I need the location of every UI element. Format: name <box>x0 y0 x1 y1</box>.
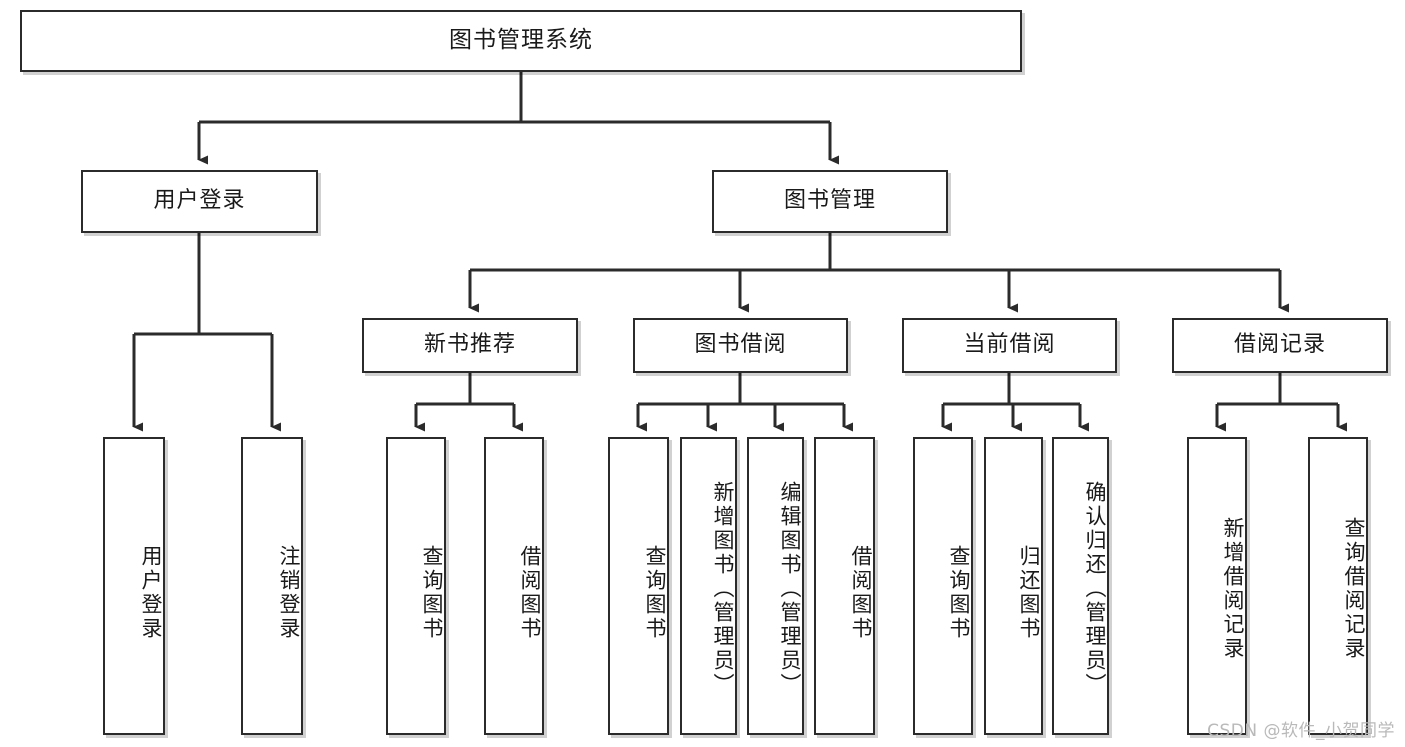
node-user-login-label: 用户登录 <box>153 188 246 214</box>
node-book-management[interactable]: 图书管理 <box>712 170 948 233</box>
node-root[interactable]: 图书管理系统 <box>20 10 1022 72</box>
node-book-borrow[interactable]: 图书借阅 <box>633 318 848 373</box>
leaf-add-book-admin-label: 新增图书（管理员） <box>711 481 735 697</box>
leaf-query-borrow-record-label: 查询借阅记录 <box>1342 517 1366 661</box>
leaf-borrow-book-label: 借阅图书 <box>849 545 873 641</box>
node-new-book-recommend-label: 新书推荐 <box>423 332 516 358</box>
node-book-borrow-label: 图书借阅 <box>694 332 787 358</box>
leaf-borrow-book-recommend[interactable]: 借阅图书 <box>484 437 544 735</box>
node-borrow-record[interactable]: 借阅记录 <box>1172 318 1388 373</box>
leaf-query-book-current-label: 查询图书 <box>947 545 971 641</box>
leaf-borrow-book-recommend-label: 借阅图书 <box>518 545 542 641</box>
node-borrow-record-label: 借阅记录 <box>1233 332 1326 358</box>
leaf-query-book-recommend-label: 查询图书 <box>420 545 444 641</box>
leaf-query-book-current[interactable]: 查询图书 <box>913 437 973 735</box>
watermark: CSDN @软件_小贺同学 <box>1207 721 1395 741</box>
leaf-add-borrow-record[interactable]: 新增借阅记录 <box>1187 437 1247 735</box>
node-new-book-recommend[interactable]: 新书推荐 <box>362 318 578 373</box>
leaf-query-book-borrow[interactable]: 查询图书 <box>608 437 669 735</box>
leaf-borrow-book[interactable]: 借阅图书 <box>814 437 875 735</box>
node-current-borrow[interactable]: 当前借阅 <box>902 318 1117 373</box>
leaf-add-borrow-record-label: 新增借阅记录 <box>1221 517 1245 661</box>
leaf-logout[interactable]: 注销登录 <box>241 437 303 735</box>
node-book-management-label: 图书管理 <box>783 188 876 214</box>
leaf-return-book[interactable]: 归还图书 <box>984 437 1043 735</box>
leaf-add-book-admin[interactable]: 新增图书（管理员） <box>680 437 737 735</box>
leaf-edit-book-admin[interactable]: 编辑图书（管理员） <box>747 437 804 735</box>
leaf-edit-book-admin-label: 编辑图书（管理员） <box>778 481 802 697</box>
leaf-query-borrow-record[interactable]: 查询借阅记录 <box>1308 437 1368 735</box>
leaf-logout-label: 注销登录 <box>277 545 301 641</box>
node-user-login[interactable]: 用户登录 <box>81 170 318 233</box>
leaf-user-login[interactable]: 用户登录 <box>103 437 165 735</box>
leaf-confirm-return-admin[interactable]: 确认归还（管理员） <box>1052 437 1109 735</box>
leaf-user-login-label: 用户登录 <box>139 545 163 641</box>
leaf-confirm-return-admin-label: 确认归还（管理员） <box>1083 481 1107 697</box>
node-root-label: 图书管理系统 <box>449 27 593 54</box>
leaf-query-book-recommend[interactable]: 查询图书 <box>386 437 446 735</box>
leaf-return-book-label: 归还图书 <box>1017 545 1041 641</box>
node-current-borrow-label: 当前借阅 <box>963 332 1056 358</box>
leaf-query-book-borrow-label: 查询图书 <box>643 545 667 641</box>
